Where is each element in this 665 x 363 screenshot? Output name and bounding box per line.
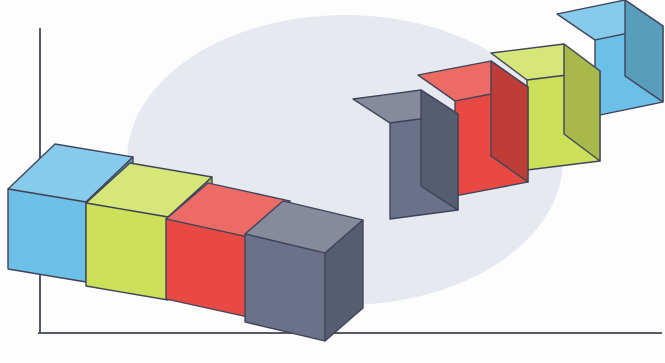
front-slate-cube xyxy=(245,201,363,341)
front-red-cube-front-face xyxy=(166,219,248,317)
front-slate-cube-front-face xyxy=(245,234,325,341)
front-green-cube-front-face xyxy=(86,203,168,300)
front-blue-cube-front-face xyxy=(8,189,86,282)
